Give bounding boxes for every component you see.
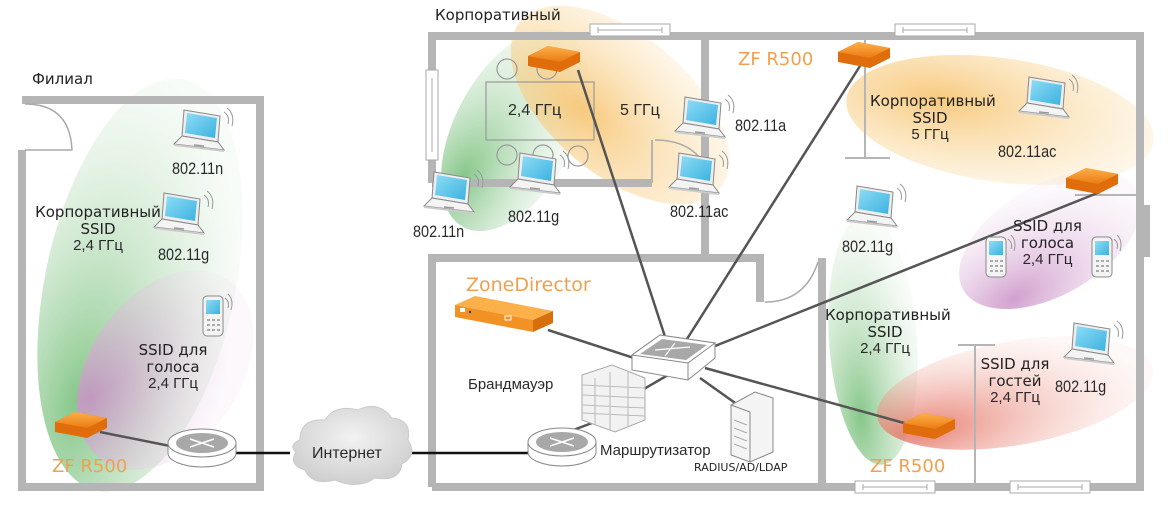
window: [425, 69, 439, 161]
router-label: Маршрутизатор: [600, 442, 711, 459]
coverage-ne-5: [846, 54, 1154, 186]
ssid-name: Корпоративный: [825, 306, 951, 324]
firewall-icon: [581, 364, 646, 433]
ssid-label-branch-voice: SSID для голоса 2,4 ГГц: [118, 341, 228, 392]
ssid-name: голоса: [146, 358, 200, 376]
zonedirector-appliance-icon: [455, 296, 553, 332]
room-label-corporate: Корпоративный: [435, 6, 561, 24]
internet-cloud-icon: [292, 405, 413, 485]
standard-label: 802.11a: [735, 116, 787, 135]
ssid-label-se-guest: SSID для гостей 2,4 ГГц: [975, 355, 1055, 406]
firewall-label: Брандмауэр: [468, 376, 554, 393]
standard-label: 802.11n: [172, 159, 224, 178]
ssid-name: голоса: [1020, 234, 1075, 252]
frequency-label: 2,4 ГГц: [990, 389, 1040, 406]
ssid-name: SSID для: [1013, 217, 1082, 235]
standard-label: 802.11g: [1055, 377, 1107, 396]
frequency-label: 5 ГГц: [911, 126, 949, 143]
ssid-label-e-voice: SSID для голоса 2,4 ГГц: [1005, 217, 1090, 268]
ssid-name: SSID для: [138, 341, 208, 359]
ap-label: ZF R500: [52, 456, 128, 477]
ssid-name: Корпоративный: [35, 203, 161, 221]
window: [894, 23, 976, 37]
ssid-label-se-corporate: Корпоративный SSID 2,4 ГГц: [825, 306, 951, 357]
window: [1009, 480, 1091, 494]
frequency-label: 5 ГГц: [620, 102, 660, 119]
router-icon: [527, 427, 597, 467]
standard-label: 802.11g: [842, 237, 894, 256]
frequency-label: 2,4 ГГц: [860, 340, 910, 357]
standard-label: 802.11ac: [998, 142, 1057, 161]
ssid-name: SSID: [867, 323, 903, 341]
frequency-label: 2,4 ГГц: [1022, 251, 1073, 268]
frequency-label: 2,4 ГГц: [508, 102, 562, 119]
frequency-label: 2,4 ГГц: [73, 237, 123, 254]
links: [99, 65, 1101, 450]
access-point: [838, 42, 890, 68]
standard-label: 802.11n: [413, 222, 465, 241]
auth-server-icon: [730, 391, 774, 463]
switch-icon: [630, 334, 717, 381]
auth-server-label: RADIUS/AD/LDAP: [694, 461, 788, 474]
meeting-table: [485, 81, 595, 141]
standard-label: 802.11g: [508, 207, 560, 226]
standard-label: 802.11g: [158, 245, 210, 264]
ssid-name: SSID для: [980, 355, 1050, 373]
window: [589, 23, 671, 37]
ssid-label-ne-corporate: Корпоративный SSID 5 ГГц: [870, 92, 996, 143]
internet-label: Интернет: [312, 445, 382, 462]
standard-label: 802.11ac: [670, 202, 729, 221]
ssid-name: SSID: [912, 109, 948, 127]
branch-router-icon: [167, 428, 237, 468]
laptop-icon: [846, 183, 907, 229]
window: [854, 480, 936, 494]
ssid-name: гостей: [988, 372, 1042, 390]
ap-label: ZF R500: [870, 456, 946, 477]
ssid-name: Корпоративный: [870, 92, 996, 110]
ssid-label-branch-corporate: Корпоративный SSID 2,4 ГГц: [28, 203, 168, 254]
controller-label: ZoneDirector: [466, 274, 591, 296]
ssid-name: SSID: [80, 220, 116, 238]
room-label-branch: Филиал: [32, 70, 93, 88]
frequency-label: 2,4 ГГц: [148, 375, 198, 392]
ap-label: ZF R500: [738, 49, 814, 70]
